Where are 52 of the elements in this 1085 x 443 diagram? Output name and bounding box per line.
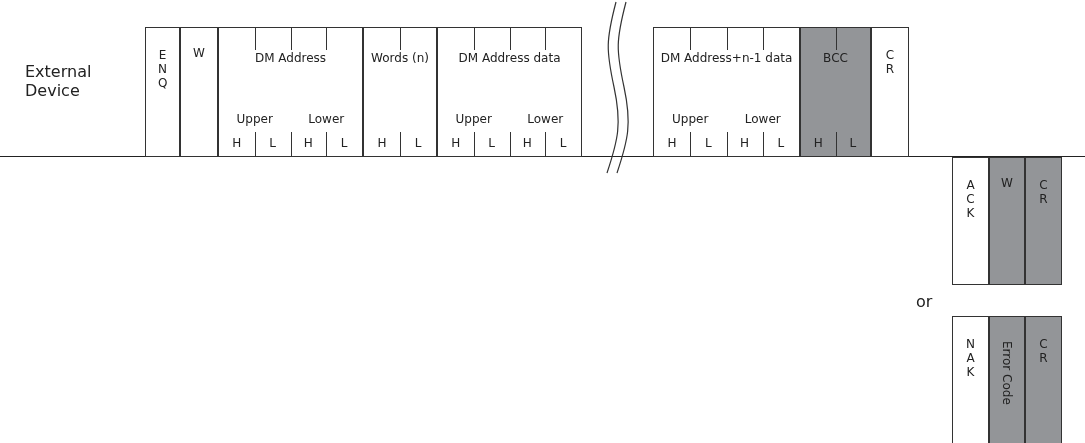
nibble-label: H	[376, 136, 388, 150]
field-label: CR	[884, 48, 896, 76]
nibble-label: L	[848, 136, 858, 150]
field-box	[989, 157, 1025, 285]
byte-order-label: Upper	[671, 112, 710, 126]
nibble-label: H	[739, 136, 751, 150]
field-box	[1025, 316, 1062, 443]
field-label: ACK	[965, 178, 976, 220]
byte-order-label: Lower	[743, 112, 782, 126]
field-box	[180, 27, 218, 157]
nibble-label: L	[487, 136, 496, 150]
field-label: CR	[1038, 178, 1049, 206]
field-box	[800, 27, 871, 157]
field-box	[363, 27, 437, 157]
byte-order-label: Upper	[235, 112, 274, 126]
field-box	[1025, 157, 1062, 285]
nibble-label: L	[268, 136, 277, 150]
nibble-label: H	[231, 136, 243, 150]
field-box	[989, 316, 1025, 443]
byte-order-label: Lower	[526, 112, 565, 126]
field-box	[871, 27, 909, 157]
field-label: CR	[1038, 337, 1049, 365]
nibble-label: L	[776, 136, 786, 150]
field-box	[145, 27, 180, 157]
field-label: DM Address data	[457, 51, 562, 65]
field-box	[952, 157, 989, 285]
nibble-label: H	[666, 136, 678, 150]
field-label: DM Address+n-1 data	[659, 51, 794, 65]
field-label: Error Code	[1000, 341, 1014, 405]
field-label: NAK	[965, 337, 976, 379]
byte-order-label: Upper	[454, 112, 493, 126]
field-label: DM Address	[253, 51, 328, 65]
field-label: Words (n)	[370, 51, 430, 65]
nibble-label: L	[413, 136, 423, 150]
nibble-label: H	[812, 136, 824, 150]
nibble-label: L	[558, 136, 568, 150]
field-label: W	[192, 46, 206, 60]
alternative-label: or	[916, 292, 934, 311]
field-box	[653, 27, 800, 157]
field-box	[437, 27, 582, 157]
nibble-label: H	[302, 136, 314, 150]
row-label: External Device	[25, 62, 93, 100]
nibble-label: L	[704, 136, 713, 150]
nibble-label: H	[521, 136, 533, 150]
nibble-label: H	[450, 136, 462, 150]
field-label: BCC	[822, 51, 849, 65]
field-box	[952, 316, 989, 443]
byte-order-label: Lower	[307, 112, 346, 126]
field-label: ENQ	[157, 48, 169, 90]
nibble-label: L	[339, 136, 349, 150]
field-box	[218, 27, 363, 157]
field-label: W	[1000, 176, 1014, 190]
